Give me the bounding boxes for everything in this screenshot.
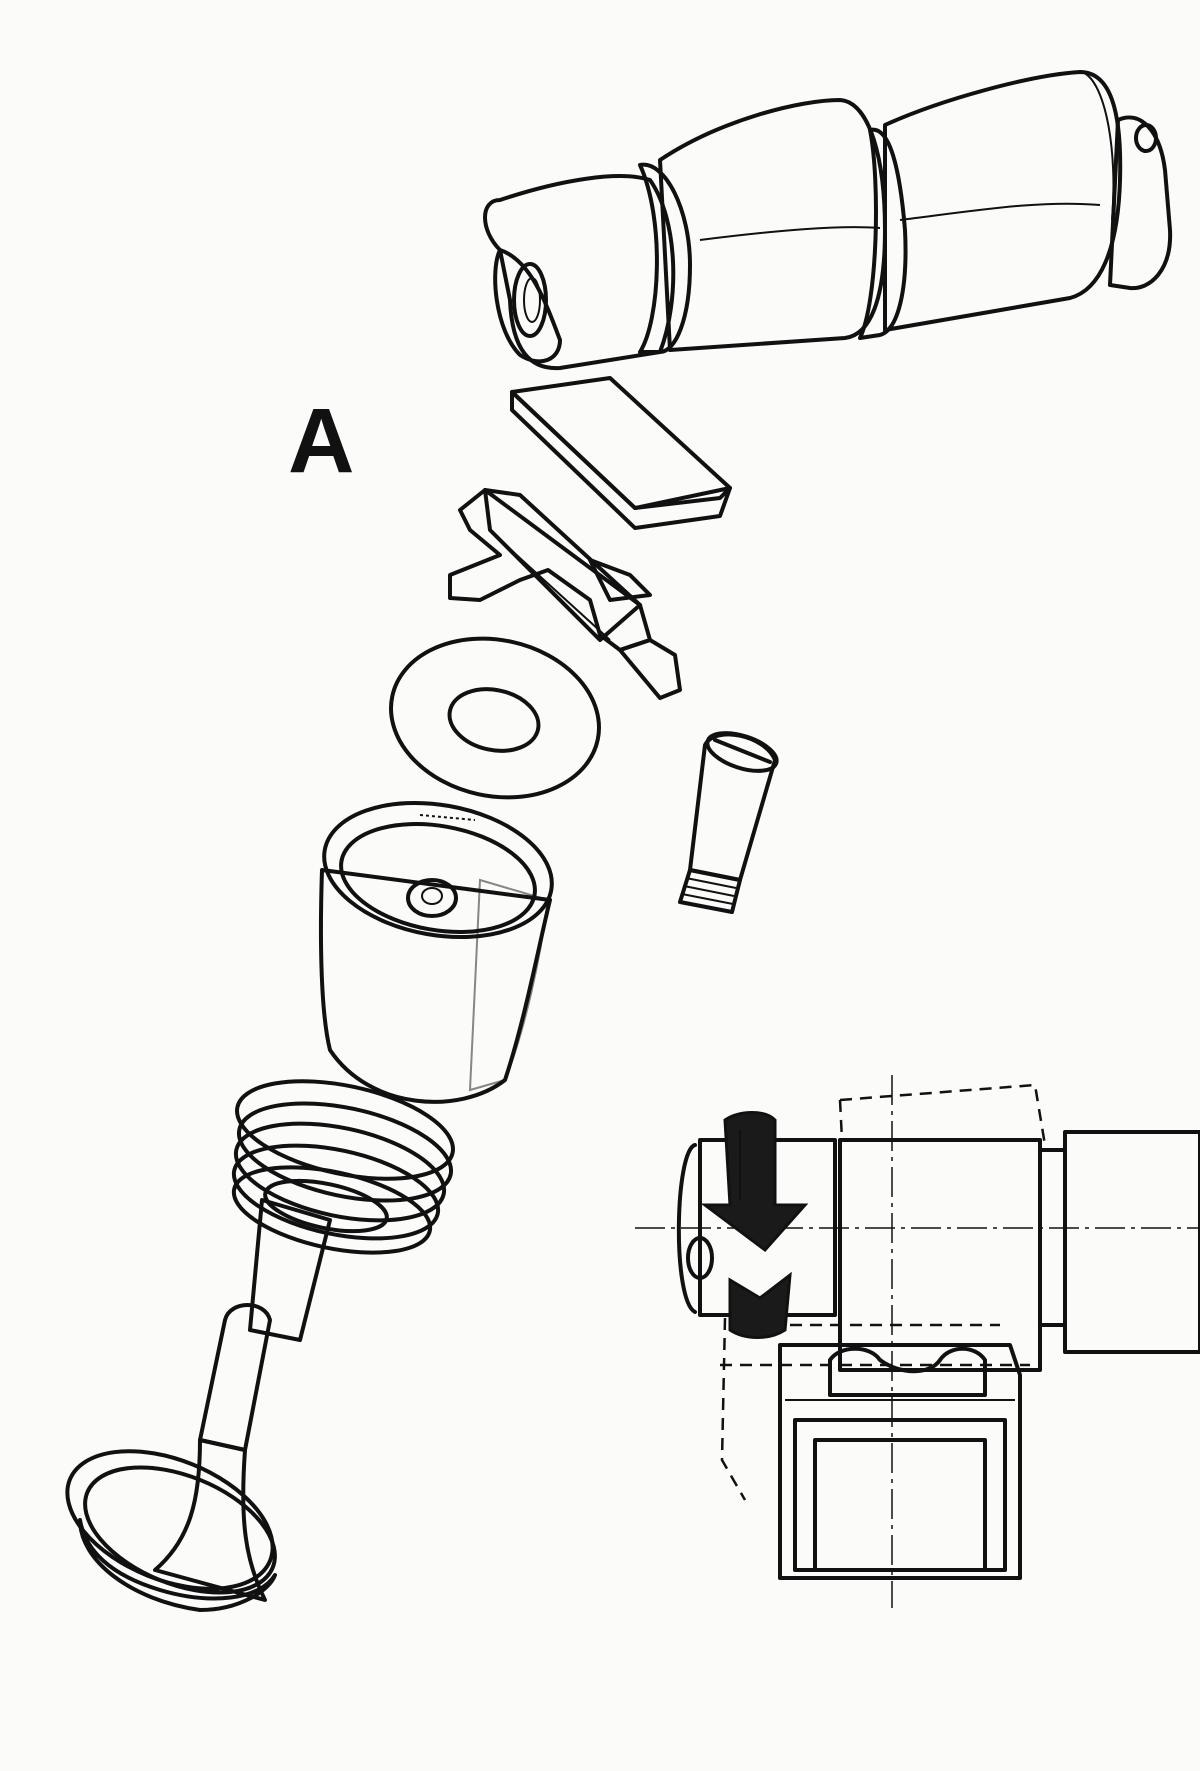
washer [389,636,601,800]
rotation-arrow [700,1111,809,1339]
camshaft [483,70,1173,371]
shim-retainer [448,488,682,700]
tappet-bucket [318,800,554,1104]
valve-spring [231,1079,455,1255]
valve [65,1198,332,1612]
section-inset [635,1075,1200,1608]
screw [678,731,779,914]
figure-label: A [288,390,354,492]
adjustment-shim [510,376,732,530]
